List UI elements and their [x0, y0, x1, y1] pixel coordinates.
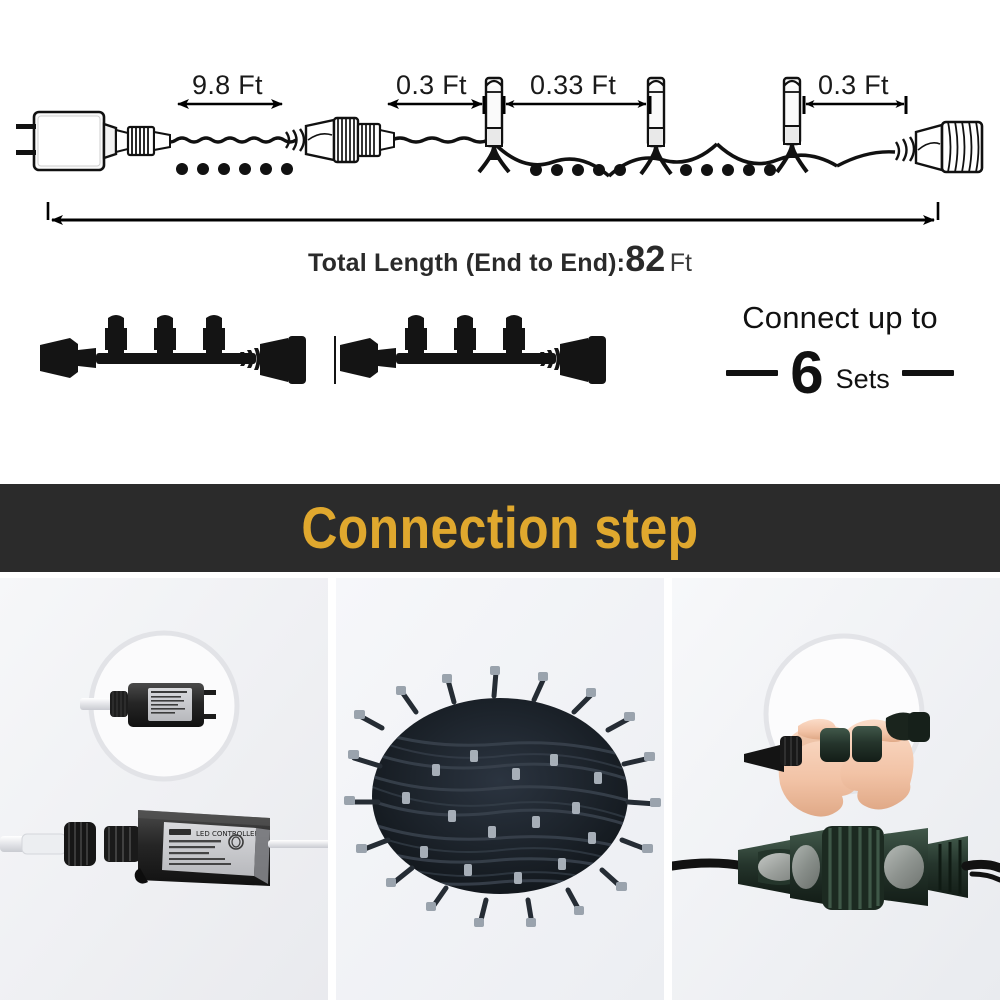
total-length-caption: Total Length (End to End):82 Ft: [0, 238, 1000, 280]
string-light-cord: [151, 136, 896, 178]
dimension-diagram: 9.8 Ft 0.3 Ft 0.33 Ft 0.3 Ft Total Lengt…: [0, 0, 1000, 480]
connection-step-photos: Step 1 - LED controller plug and waterpr…: [0, 578, 1000, 1000]
photo-controller-image: LED CONTROLLER: [0, 578, 328, 1000]
connect-count-row: 6 Sets: [690, 339, 990, 406]
dimension-label-gap1: 0.3 Ft: [396, 70, 467, 100]
total-length-prefix: Total Length (End to End):: [308, 249, 626, 277]
dimension-label-tail: 0.3 Ft: [818, 70, 889, 100]
connect-unit: Sets: [835, 364, 890, 394]
photo-bundle: Step 2 - Coiled bundle of dark green str…: [336, 578, 664, 1000]
connectable-set-silhouette: [40, 315, 606, 384]
total-length-arrow: [46, 202, 940, 225]
dimension-arrows: [177, 96, 908, 114]
diagram-illustration: [16, 76, 984, 384]
inline-connector-icon: [285, 116, 395, 164]
connection-step-banner: Connection step: [0, 484, 1000, 572]
repeat-ellipsis-icon: [176, 163, 776, 176]
rule-right-icon: [901, 369, 954, 376]
total-length-unit: Ft: [669, 249, 692, 277]
dimension-label-lead: 9.8 Ft: [192, 70, 263, 100]
controller-label-text: LED CONTROLLER: [196, 830, 259, 838]
total-length-value: 82: [625, 238, 666, 279]
power-adapter-icon: [16, 110, 171, 172]
photo-connect: Step 3 - Hands joining two green waterpr…: [672, 578, 1000, 1000]
photo-bundle-image: [336, 578, 664, 1000]
dimension-label-spacing: 0.33 Ft: [530, 70, 617, 100]
led-bulb-icon: [477, 76, 809, 176]
banner-title: Connection step: [301, 495, 699, 561]
connect-count: 6: [790, 339, 824, 406]
photo-controller: Step 1 - LED controller plug and waterpr…: [0, 578, 328, 1000]
connect-up-to-block: Connect up to 6 Sets: [690, 300, 990, 406]
connect-headline: Connect up to: [742, 300, 938, 335]
end-socket-icon: [894, 120, 984, 174]
photo-connect-image: [672, 578, 1000, 1000]
rule-left-icon: [726, 369, 779, 376]
